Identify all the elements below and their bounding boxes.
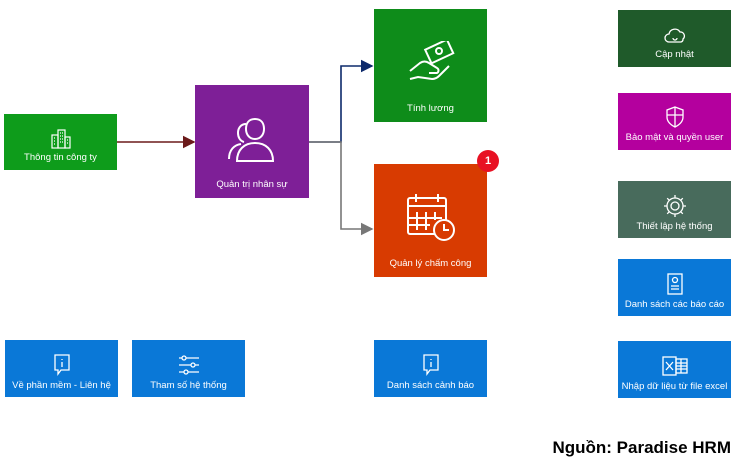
gear-icon bbox=[663, 194, 687, 218]
calendar-clock-icon bbox=[405, 192, 457, 242]
tile-import-excel[interactable]: Nhập dữ liệu từ file excel bbox=[618, 341, 731, 398]
tile-about[interactable]: Về phần mềm - Liên hệ bbox=[5, 340, 118, 397]
tile-security[interactable]: Bảo mật và quyền user bbox=[618, 93, 731, 150]
source-caption: Nguồn: Paradise HRM bbox=[552, 438, 731, 457]
tile-attendance[interactable]: Quản lý chấm công bbox=[374, 164, 487, 277]
shield-icon bbox=[665, 106, 685, 128]
tile-hr-admin[interactable]: Quản trị nhân sự bbox=[195, 85, 309, 198]
arrow-hr-to-payroll bbox=[309, 59, 374, 143]
arrow-hr-to-attendance bbox=[309, 141, 374, 236]
tile-params[interactable]: Tham số hệ thống bbox=[132, 340, 245, 397]
excel-icon bbox=[661, 355, 688, 377]
users-icon bbox=[227, 115, 277, 163]
info-icon bbox=[421, 354, 441, 376]
money-hand-icon bbox=[407, 41, 455, 87]
tile-label: Bảo mật và quyền user bbox=[625, 132, 724, 143]
report-icon bbox=[666, 273, 684, 295]
tile-label: Danh sách cảnh báo bbox=[386, 380, 475, 391]
tile-label: Nhập dữ liệu từ file excel bbox=[621, 381, 728, 392]
tile-label: Tham số hệ thống bbox=[150, 380, 227, 391]
tile-label: Quản lý chấm công bbox=[389, 258, 472, 269]
tile-update[interactable]: Cập nhật bbox=[618, 10, 731, 67]
tile-label: Tính lương bbox=[407, 103, 454, 114]
tile-label: Thiết lập hệ thống bbox=[636, 221, 713, 232]
tile-system-setup[interactable]: Thiết lập hệ thống bbox=[618, 181, 731, 238]
tile-label: Danh sách các báo cáo bbox=[624, 299, 725, 310]
tile-payroll[interactable]: Tính lương bbox=[374, 9, 487, 122]
tile-label: Cập nhật bbox=[655, 49, 694, 60]
tile-label: Về phần mềm - Liên hệ bbox=[12, 380, 111, 391]
cloud-icon bbox=[663, 27, 687, 45]
tile-label: Thông tin công ty bbox=[24, 152, 97, 163]
tile-company-info[interactable]: Thông tin công ty bbox=[4, 114, 117, 170]
tile-alerts[interactable]: Danh sách cảnh báo bbox=[374, 340, 487, 397]
building-icon bbox=[50, 129, 72, 149]
tile-reports[interactable]: Danh sách các báo cáo bbox=[618, 259, 731, 316]
info-icon bbox=[52, 354, 72, 376]
notification-badge[interactable]: 1 bbox=[477, 150, 499, 172]
sliders-icon bbox=[177, 354, 201, 376]
tile-label: Quản trị nhân sự bbox=[216, 179, 288, 190]
